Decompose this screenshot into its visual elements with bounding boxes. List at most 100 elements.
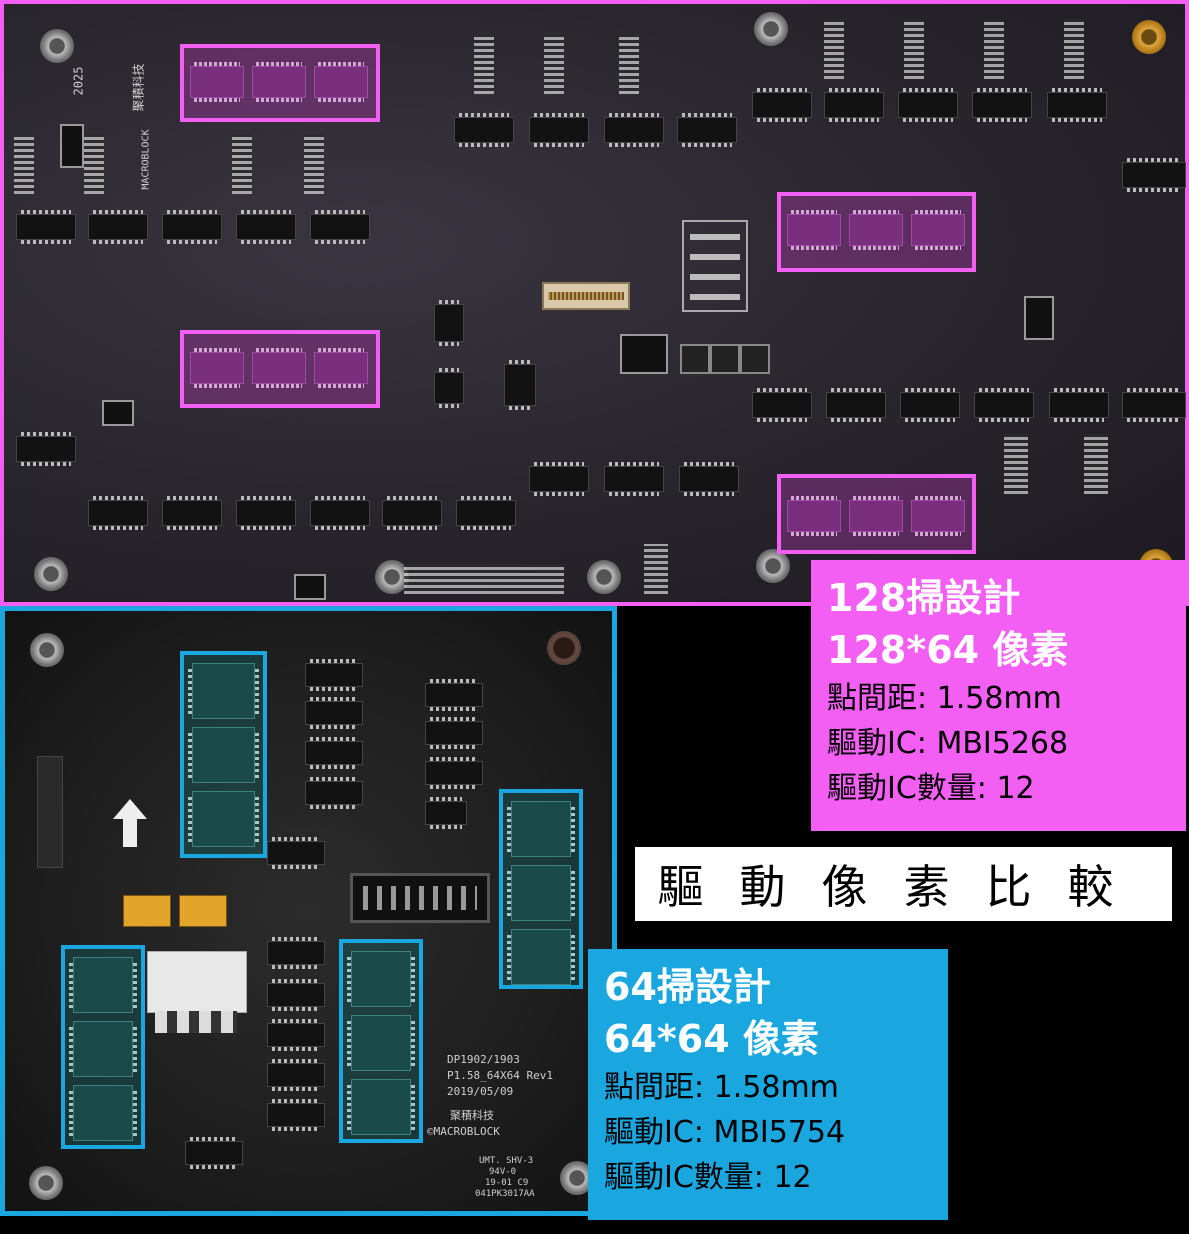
ic-chip	[305, 697, 363, 729]
driver-ic-highlight	[777, 192, 976, 272]
bottom-board-driver-ic: 驅動IC: MBI5754	[604, 1115, 846, 1150]
ic-chip	[267, 1019, 325, 1051]
resistor-array	[404, 564, 564, 594]
ic-chip	[425, 717, 483, 749]
screw-icon	[34, 557, 68, 591]
resistor-array	[644, 544, 668, 594]
ic-chip	[1047, 88, 1107, 122]
ic-chip	[236, 210, 296, 244]
silkscreen-rev: P1.58_64X64 Rev1	[447, 1069, 553, 1082]
capacitor	[294, 574, 326, 600]
top-board-pixels: 128*64 像素	[827, 628, 1069, 672]
top-board-driver-ic-count: 驅動IC數量: 12	[827, 771, 1035, 806]
resistor-array	[1064, 19, 1084, 79]
driver-ic-highlight	[180, 44, 380, 122]
capacitor	[1024, 296, 1054, 340]
bottom-board-design: 64掃設計	[604, 965, 771, 1009]
resistor-array	[474, 34, 494, 94]
ic-chip	[310, 496, 370, 530]
ic-chip	[305, 737, 363, 769]
bottom-board-pixels: 64*64 像素	[604, 1017, 819, 1061]
silkscreen-week: 19-01 C9	[485, 1178, 529, 1188]
ic-chip	[185, 1137, 243, 1169]
silkscreen-code: UMT. SHV-3	[479, 1156, 534, 1166]
driver-ic-highlight	[499, 789, 583, 989]
ribbon-header	[350, 873, 490, 923]
ic-chip	[504, 360, 536, 410]
capacitor	[60, 124, 84, 168]
ic-chip	[604, 462, 664, 496]
ic-chip	[88, 496, 148, 530]
ic-chip	[824, 88, 884, 122]
screw-icon	[756, 549, 790, 583]
screw-icon	[30, 633, 64, 667]
ic-chip	[752, 388, 812, 422]
ic-chip	[898, 88, 958, 122]
screw-icon	[754, 12, 788, 46]
ic-chip	[972, 88, 1032, 122]
driver-ic-highlight	[180, 330, 380, 408]
silkscreen-lot: 041PK3017AA	[475, 1189, 535, 1199]
capacitor	[102, 400, 134, 426]
inductor	[620, 334, 668, 374]
bottom-pcb-photo: DP1902/1903 P1.58_64X64 Rev1 2019/05/09 …	[0, 606, 617, 1216]
resistor-array	[904, 19, 924, 79]
silkscreen-date: 2019/05/09	[447, 1085, 514, 1098]
tantalum-capacitor	[179, 895, 227, 927]
resistor-array	[984, 19, 1004, 79]
resistor-array	[544, 34, 564, 94]
ic-chip	[305, 777, 363, 809]
silkscreen-company: ©MACROBLOCK	[427, 1125, 500, 1138]
ic-chip	[529, 462, 589, 496]
top-pcb-photo: 2025 聚積科技 MACROBLOCK	[0, 0, 1189, 606]
ic-chip	[974, 388, 1034, 422]
ic-chip	[425, 797, 467, 829]
led-strip	[37, 756, 63, 868]
ic-chip	[1049, 388, 1109, 422]
resistor-array	[1084, 434, 1108, 494]
resistor-array	[1004, 434, 1028, 494]
top-board-driver-ic: 驅動IC: MBI5268	[827, 726, 1069, 761]
ic-chip	[425, 679, 483, 711]
silkscreen-brand: 聚積科技	[131, 63, 146, 112]
screw-icon	[1132, 20, 1166, 54]
tantalum-capacitor	[123, 895, 171, 927]
board-connector	[542, 282, 630, 310]
ic-chip	[310, 210, 370, 244]
ic-chip	[434, 300, 464, 346]
ic-chip	[267, 1059, 325, 1091]
driver-ic-highlight	[777, 474, 976, 554]
screw-icon	[375, 560, 409, 594]
ic-chip	[1122, 388, 1186, 422]
connector-pins	[155, 1011, 237, 1033]
inductor	[680, 344, 710, 374]
ic-chip	[1122, 158, 1186, 192]
ic-chip	[456, 496, 516, 530]
ic-chip	[16, 432, 76, 466]
ic-chip	[267, 937, 325, 969]
ic-chip	[900, 388, 960, 422]
power-pads	[682, 220, 748, 312]
ic-chip	[88, 210, 148, 244]
top-board-design: 128掃設計	[827, 576, 1021, 620]
driver-ic-highlight	[180, 651, 267, 858]
resistor-array	[232, 134, 252, 194]
resistor-array	[824, 19, 844, 79]
ic-chip	[236, 496, 296, 530]
ic-chip	[434, 368, 464, 408]
silkscreen-brand: 聚積科技	[450, 1109, 494, 1122]
bottom-board-pitch: 點間距: 1.58mm	[604, 1070, 839, 1105]
ic-chip	[16, 210, 76, 244]
ic-chip	[679, 462, 739, 496]
inductor	[710, 344, 740, 374]
screw-icon	[547, 631, 581, 665]
screw-icon	[29, 1166, 63, 1200]
ic-chip	[267, 837, 325, 869]
up-arrow-icon	[113, 799, 147, 847]
ic-chip	[267, 979, 325, 1011]
silkscreen-grade: 94V-0	[489, 1167, 517, 1177]
bottom-board-info-panel: 64掃設計 64*64 像素 點間距: 1.58mm 驅動IC: MBI5754…	[588, 949, 948, 1220]
silkscreen-year: 2025	[71, 66, 86, 96]
ic-chip	[267, 1099, 325, 1131]
ic-chip	[162, 210, 222, 244]
